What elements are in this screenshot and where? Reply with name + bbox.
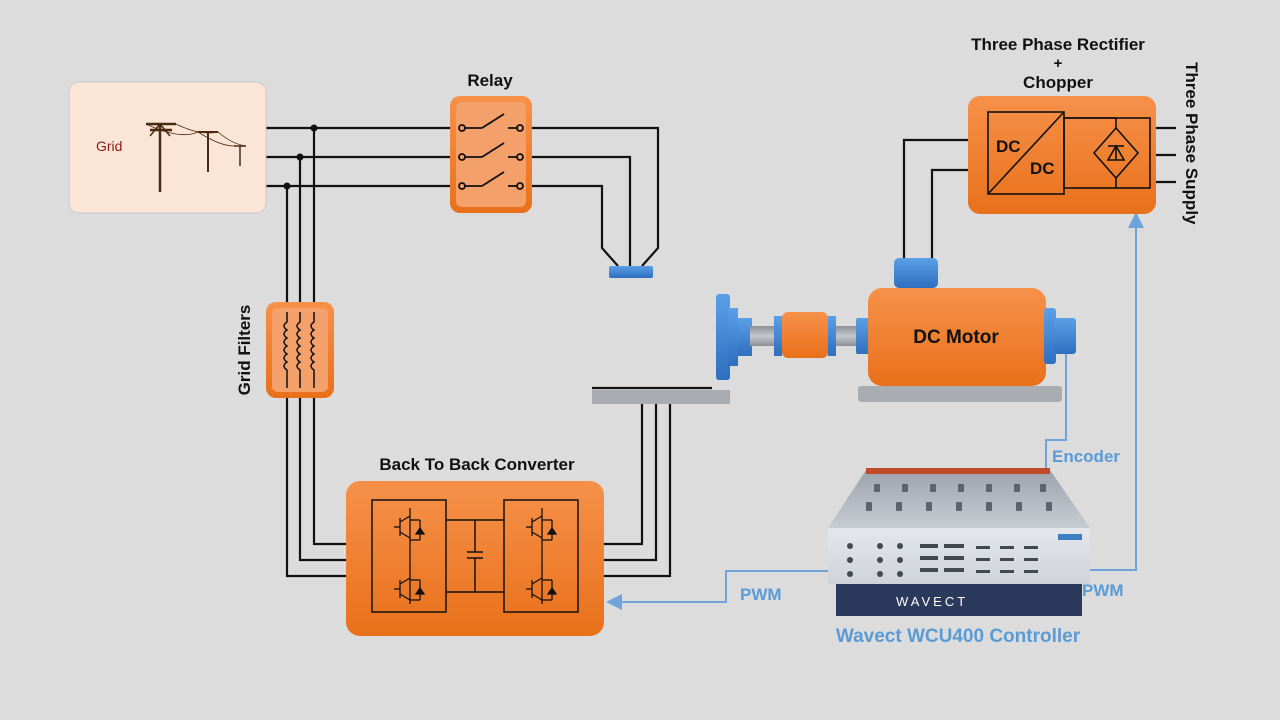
pwm-label-right: PWM — [1082, 581, 1124, 600]
controller-brand: WAVECT — [896, 594, 968, 609]
controller-device: WAVECT — [828, 468, 1090, 616]
igbt-icon — [394, 508, 558, 604]
power-wires — [266, 124, 1176, 578]
converter-block: Back To Back Converter — [346, 455, 604, 636]
pwm-label-left: PWM — [740, 585, 782, 604]
motor-label: DC Motor — [913, 327, 999, 348]
motor-assembly: DC Motor — [592, 258, 1076, 404]
rectifier-label-line2: + — [1054, 55, 1063, 72]
dc-input-label: DC — [996, 137, 1021, 156]
supply-label: Three Phase Supply — [1182, 62, 1201, 225]
rectifier-label-line1: Three Phase Rectifier — [971, 35, 1145, 54]
dc-link-capacitor — [467, 520, 483, 592]
rectifier-block: Three Phase Rectifier + Chopper DC DC — [968, 35, 1156, 214]
grid-filters-block: Grid Filters — [235, 302, 334, 398]
rectifier-label-line3: Chopper — [1023, 73, 1093, 92]
signal-wires — [606, 212, 1144, 610]
switch-icon — [458, 113, 524, 190]
grid-filters-label: Grid Filters — [235, 305, 254, 396]
dc-output-label: DC — [1030, 159, 1055, 178]
grid-label: Grid — [96, 138, 122, 154]
relay-output-connector — [609, 266, 653, 278]
controller-label: Wavect WCU400 Controller — [836, 626, 1081, 647]
relay-label: Relay — [467, 71, 513, 90]
grid-block: Grid — [68, 81, 267, 214]
encoder-label: Encoder — [1052, 447, 1120, 466]
inductor-icon — [283, 312, 316, 388]
relay-block: Relay — [450, 71, 532, 213]
converter-label: Back To Back Converter — [379, 455, 575, 474]
power-pole-icon — [145, 122, 247, 192]
